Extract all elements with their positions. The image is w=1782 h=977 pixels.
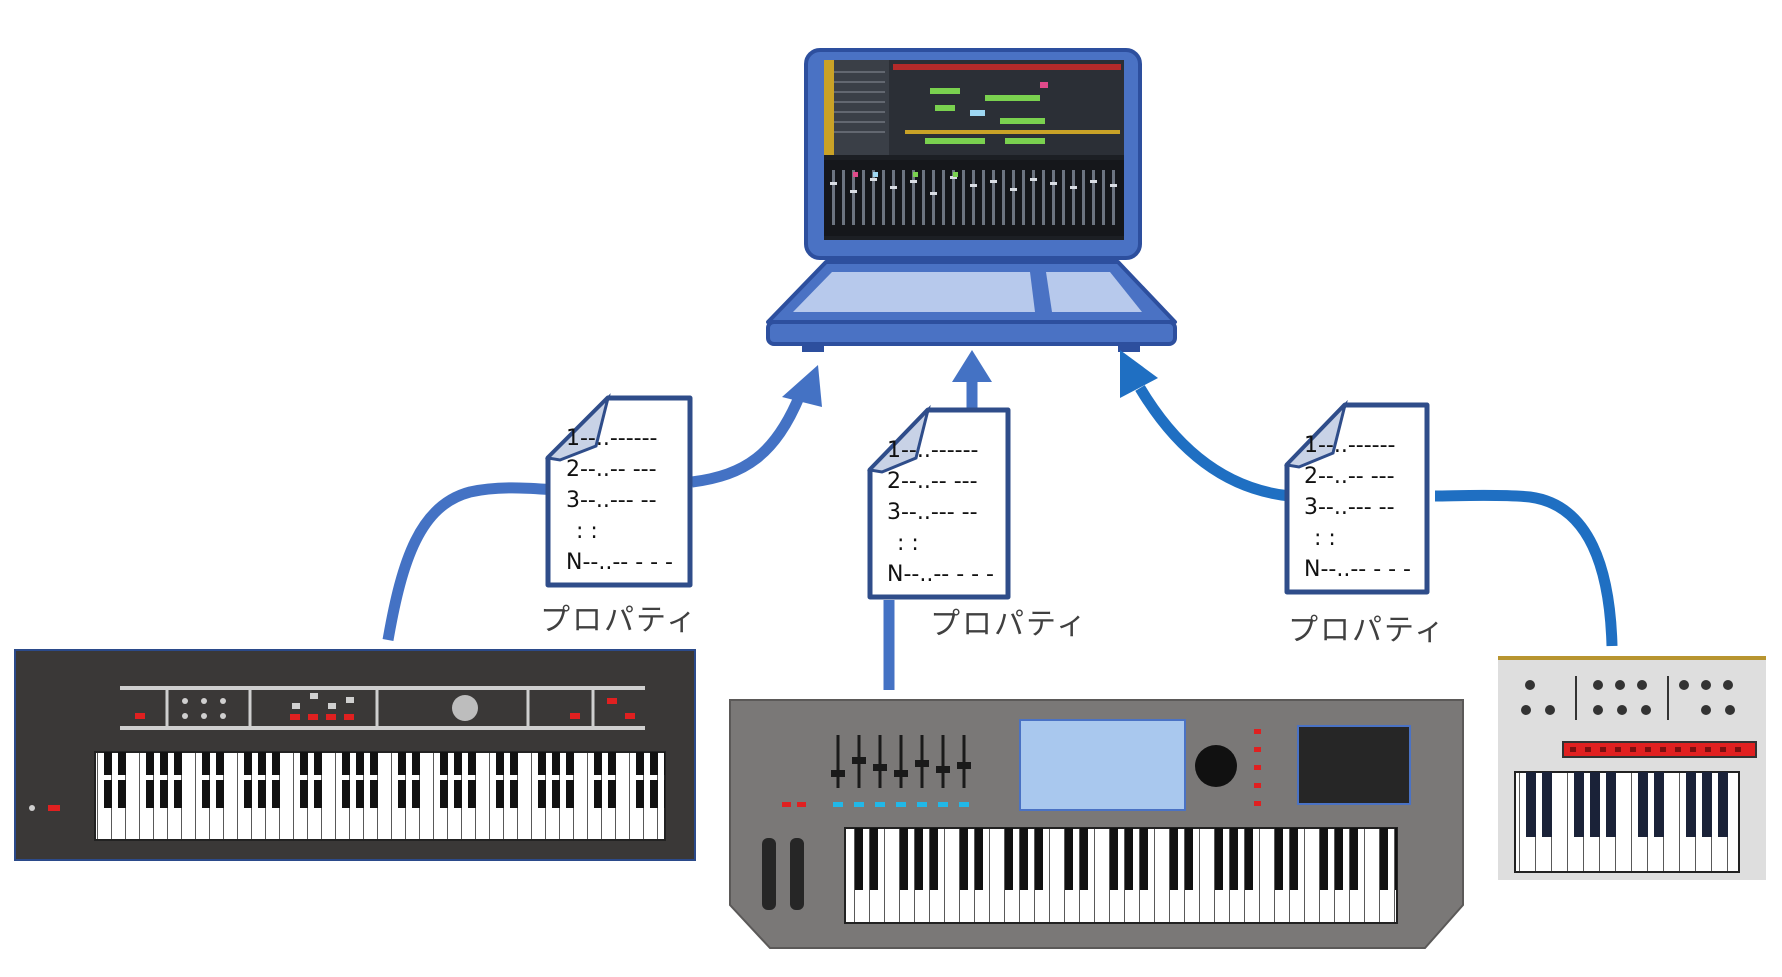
property-document-center: 1--..------ 2--..-- --- 3--..--- -- : : … [866, 404, 1088, 642]
workstation-synth-icon [729, 699, 1464, 949]
laptop-trackpad [1046, 272, 1142, 312]
center-arrowhead [952, 350, 992, 382]
document-line-2: 2--..-- --- [566, 457, 657, 482]
document-line-n: N--..-- - - - [566, 550, 673, 575]
left-arrowhead [782, 365, 822, 407]
document-line-ellipsis: : : [897, 531, 919, 556]
laptop-daw-icon [766, 48, 1177, 352]
property-document-right: 1--..------ 2--..-- --- 3--..--- -- : : … [1283, 399, 1446, 648]
property-label: プロパティ [1288, 613, 1446, 648]
right-arrow [1120, 350, 1618, 647]
document-line-3: 3--..--- -- [1304, 495, 1395, 520]
document-line-n: N--..-- - - - [1304, 557, 1411, 582]
workstation-display [1019, 719, 1186, 811]
volume-knob-icon [452, 695, 478, 721]
mixer-faders [832, 170, 1115, 225]
document-fold [866, 404, 931, 474]
document-line-ellipsis: : : [576, 519, 598, 544]
stage-piano-icon [14, 649, 696, 861]
slider-bank [831, 735, 971, 788]
property-label: プロパティ [930, 607, 1088, 642]
right-arrowhead [1120, 350, 1158, 398]
document-line-ellipsis: : : [1314, 526, 1336, 551]
workstation-pad [1297, 725, 1411, 805]
document-fold [544, 393, 611, 462]
document-line-3: 3--..--- -- [887, 500, 978, 525]
property-document-left: 1--..------ 2--..-- --- 3--..--- -- : : … [540, 393, 698, 638]
document-line-n: N--..-- - - - [887, 562, 994, 587]
document-line-3: 3--..--- -- [566, 488, 657, 513]
pitch-wheel-icon [762, 838, 776, 910]
analog-synth-top-trim [1498, 656, 1766, 660]
document-fold [1283, 399, 1348, 469]
property-label: プロパティ [540, 603, 698, 638]
analog-synth-icon [1498, 656, 1766, 880]
laptop-keyboard-area [793, 272, 1035, 312]
document-line-2: 2--..-- --- [887, 469, 978, 494]
data-dial-icon [1195, 745, 1237, 787]
step-sequencer-strip [1562, 741, 1757, 758]
mod-wheel-icon [790, 838, 804, 910]
document-line-1: 1--..------ [1304, 433, 1396, 458]
left-arrow [382, 365, 822, 641]
document-line-1: 1--..------ [566, 426, 658, 451]
synth-knob-row [1521, 680, 1735, 715]
document-line-2: 2--..-- --- [1304, 464, 1395, 489]
document-line-1: 1--..------ [887, 438, 979, 463]
center-arrow [883, 350, 992, 690]
